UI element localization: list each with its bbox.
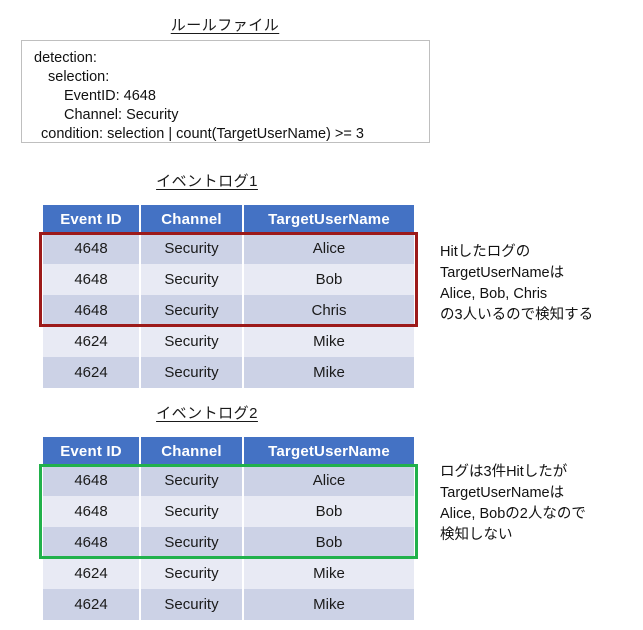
rule-line-channel: Channel: Security [64, 107, 179, 123]
table-header-row: Event ID Channel TargetUserName [43, 437, 414, 465]
column-header-target-user-name: TargetUserName [242, 437, 414, 465]
cell-event-id: 4648 [43, 527, 141, 558]
annotation-line: Alice, Bob, Chris [440, 286, 548, 302]
annotation-line: の3人いるので検知する [440, 307, 594, 323]
cell-event-id: 4648 [43, 233, 141, 264]
event-log-2-table: Event ID Channel TargetUserName 4648 Sec… [43, 437, 414, 620]
annotation-log-1: Hitしたログの TargetUserNameは Alice, Bob, Chr… [440, 242, 593, 326]
rule-line-eventid: EventID: 4648 [64, 88, 156, 104]
cell-channel: Security [139, 589, 244, 620]
table-row: 4624 Security Mike [43, 558, 414, 589]
column-header-event-id: Event ID [43, 437, 141, 465]
annotation-log-2: ログは3件Hitしたが TargetUserNameは Alice, Bobの2… [440, 462, 586, 546]
table-row: 4648 Security Chris [43, 295, 414, 326]
rule-line-condition: condition: selection | count(TargetUserN… [41, 126, 364, 142]
cell-channel: Security [139, 465, 244, 496]
cell-channel: Security [139, 233, 244, 264]
column-header-channel: Channel [139, 437, 244, 465]
event-log-1-title: イベントログ1 [156, 173, 258, 190]
cell-channel: Security [139, 527, 244, 558]
cell-target-user-name: Chris [242, 295, 414, 326]
cell-channel: Security [139, 558, 244, 589]
cell-event-id: 4648 [43, 264, 141, 295]
annotation-line: TargetUserNameは [440, 265, 565, 281]
cell-target-user-name: Mike [242, 357, 414, 388]
event-log-1-table: Event ID Channel TargetUserName 4648 Sec… [43, 205, 414, 388]
rule-file-box: detection: selection: EventID: 4648 Chan… [21, 40, 430, 143]
cell-target-user-name: Alice [242, 233, 414, 264]
cell-event-id: 4648 [43, 496, 141, 527]
table-row: 4648 Security Bob [43, 527, 414, 558]
cell-target-user-name: Mike [242, 589, 414, 620]
rule-line-selection: selection: [48, 69, 110, 85]
cell-event-id: 4624 [43, 558, 141, 589]
cell-event-id: 4624 [43, 326, 141, 357]
cell-channel: Security [139, 496, 244, 527]
cell-target-user-name: Bob [242, 496, 414, 527]
cell-event-id: 4648 [43, 465, 141, 496]
cell-channel: Security [139, 264, 244, 295]
annotation-line: Hitしたログの [440, 244, 531, 260]
annotation-line: Alice, Bobの2人なので [440, 506, 586, 522]
table-row: 4648 Security Bob [43, 264, 414, 295]
cell-event-id: 4624 [43, 357, 141, 388]
column-header-event-id: Event ID [43, 205, 141, 233]
cell-target-user-name: Bob [242, 527, 414, 558]
column-header-target-user-name: TargetUserName [242, 205, 414, 233]
cell-target-user-name: Bob [242, 264, 414, 295]
table-row: 4624 Security Mike [43, 357, 414, 388]
rule-file-title: ルールファイル [170, 17, 280, 34]
column-header-channel: Channel [139, 205, 244, 233]
annotation-line: 検知しない [440, 527, 513, 543]
event-log-2-title: イベントログ2 [156, 405, 258, 422]
cell-event-id: 4624 [43, 589, 141, 620]
rule-line-detection: detection: [34, 50, 97, 66]
table-header-row: Event ID Channel TargetUserName [43, 205, 414, 233]
annotation-line: TargetUserNameは [440, 485, 565, 501]
annotation-line: ログは3件Hitしたが [440, 464, 568, 480]
table-row: 4624 Security Mike [43, 589, 414, 620]
cell-channel: Security [139, 295, 244, 326]
cell-channel: Security [139, 326, 244, 357]
table-row: 4648 Security Bob [43, 496, 414, 527]
table-row: 4648 Security Alice [43, 465, 414, 496]
cell-target-user-name: Mike [242, 558, 414, 589]
cell-channel: Security [139, 357, 244, 388]
cell-target-user-name: Alice [242, 465, 414, 496]
cell-event-id: 4648 [43, 295, 141, 326]
table-row: 4624 Security Mike [43, 326, 414, 357]
table-row: 4648 Security Alice [43, 233, 414, 264]
cell-target-user-name: Mike [242, 326, 414, 357]
